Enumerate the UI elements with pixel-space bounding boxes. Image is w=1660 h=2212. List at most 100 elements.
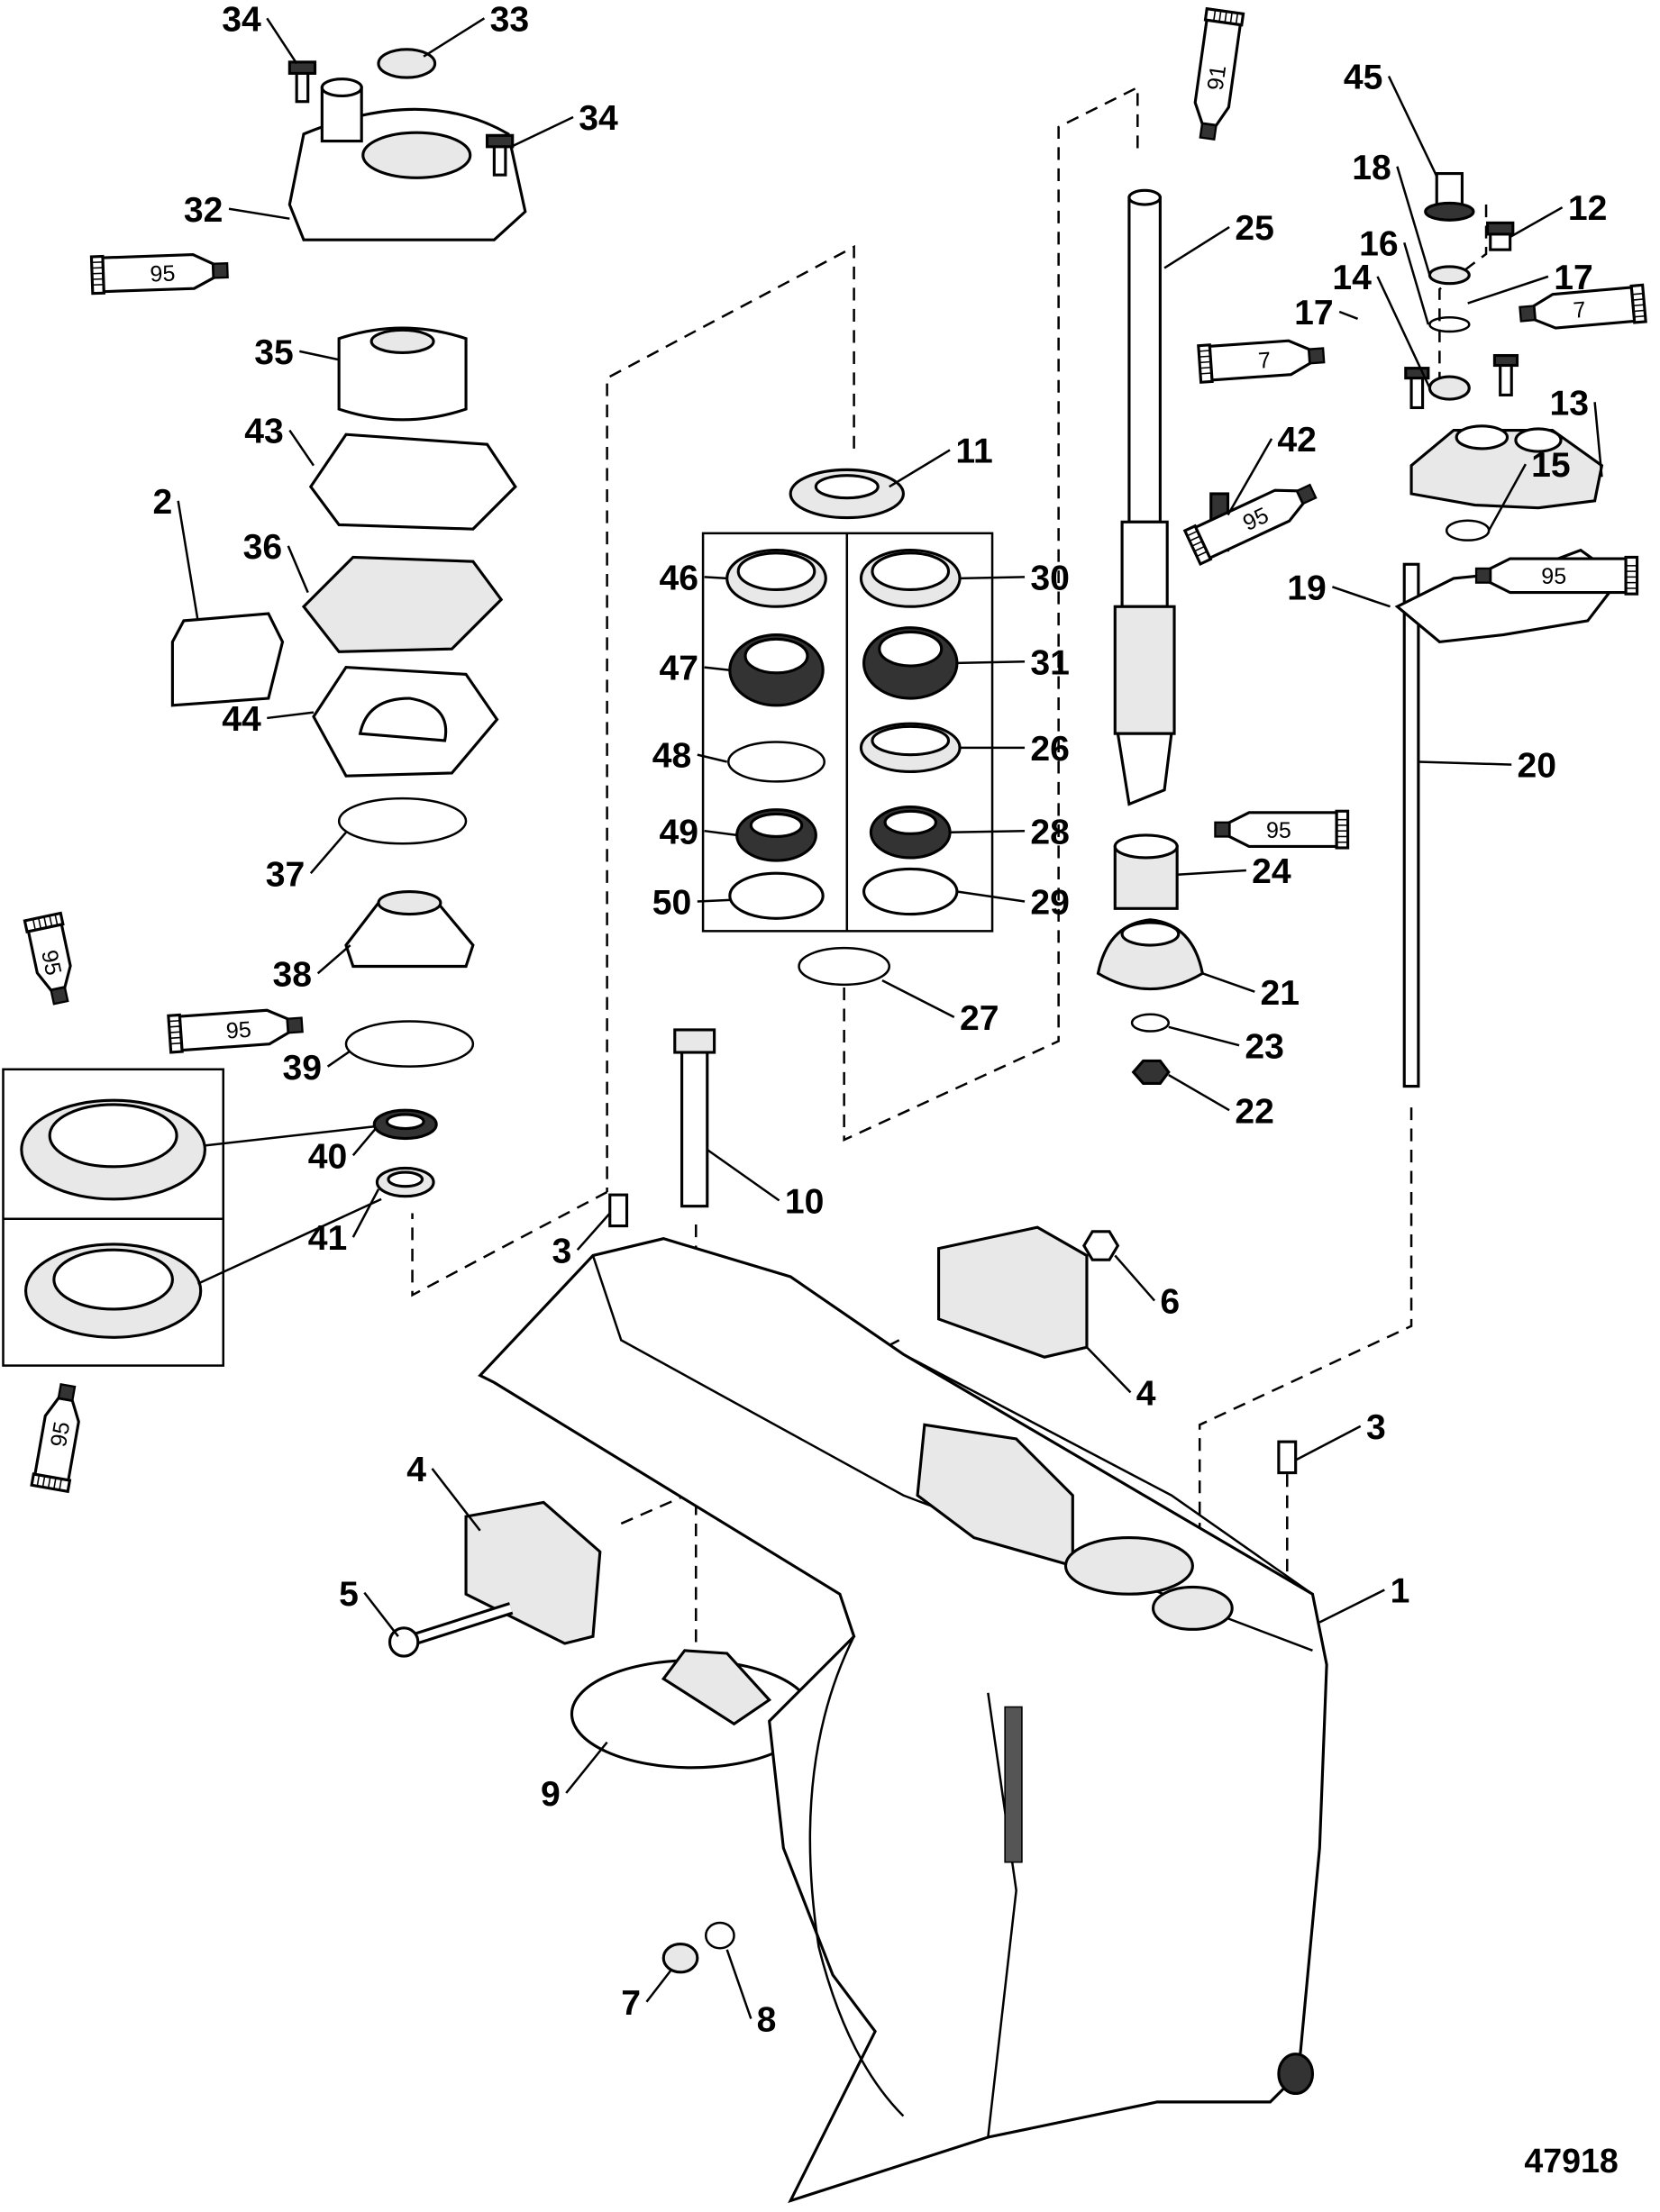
callout-number: 3	[1366, 1408, 1386, 1447]
leader-line	[510, 115, 574, 148]
callout-number: 22	[1235, 1092, 1274, 1131]
callout-number: 20	[1517, 747, 1556, 786]
leader-line	[1168, 1025, 1240, 1047]
callout-number: 40	[308, 1137, 348, 1176]
leader-line	[1114, 1254, 1156, 1302]
callout-number: 25	[1235, 209, 1274, 248]
tube-label: 95	[1541, 564, 1566, 589]
callout-17: 17	[1294, 294, 1359, 332]
callout-20: 20	[1418, 747, 1556, 786]
nut-6	[1081, 1230, 1120, 1261]
leader-line	[956, 890, 1026, 903]
callout-number: 9	[541, 1775, 561, 1814]
sealant-tube-icon: 95	[1214, 809, 1350, 850]
washer-23	[1130, 1013, 1171, 1033]
callout-5: 5	[339, 1575, 399, 1637]
gear-housing	[478, 1237, 1328, 2204]
callout-19: 19	[1287, 569, 1391, 608]
seal-14	[1427, 375, 1471, 401]
leader-line	[725, 1949, 752, 2019]
leader-line	[431, 1468, 481, 1532]
callout-18: 18	[1352, 149, 1431, 276]
callout-number: 30	[1030, 559, 1070, 597]
leader-line	[704, 829, 737, 837]
sealant-tube-icon: 95	[1182, 483, 1318, 567]
callout-48: 48	[652, 737, 727, 776]
leader-line	[316, 944, 351, 975]
leader-line	[1338, 310, 1359, 321]
callout-number: 32	[184, 191, 223, 230]
tube-label: 95	[36, 948, 66, 978]
tube-label: 95	[150, 260, 176, 287]
leader-line	[881, 979, 955, 1018]
callout-number: 34	[222, 0, 261, 39]
leader-line	[309, 831, 347, 874]
callout-number: 6	[1160, 1283, 1180, 1322]
callout-number: 48	[652, 737, 692, 776]
callout-40: 40	[308, 1127, 377, 1176]
leader-line	[1318, 1588, 1385, 1624]
figure-id: 47918	[1524, 2142, 1618, 2180]
callout-23: 23	[1168, 1025, 1284, 1066]
callout-22: 22	[1168, 1073, 1274, 1131]
callout-15: 15	[1488, 446, 1571, 532]
callout-4: 4	[1086, 1346, 1156, 1413]
leader-line	[889, 449, 951, 488]
leader-line	[267, 711, 315, 720]
callout-number: 38	[273, 955, 313, 994]
callout-46: 46	[660, 559, 727, 597]
sealant-tube-icon: 95	[167, 1008, 304, 1054]
callout-10: 10	[707, 1149, 824, 1221]
callout-13: 13	[1550, 384, 1603, 478]
callout-21: 21	[1201, 972, 1300, 1013]
callout-8: 8	[725, 1949, 776, 2040]
callout-38: 38	[273, 944, 351, 994]
washer-8	[704, 1921, 735, 1950]
callout-number: 26	[1030, 730, 1070, 769]
leader-line	[351, 1188, 380, 1238]
callout-31: 31	[956, 643, 1070, 682]
face-plate-36	[301, 555, 504, 653]
callout-number: 37	[266, 855, 306, 894]
callout-26: 26	[960, 730, 1070, 769]
o-ring-15	[1445, 519, 1491, 542]
callout-50: 50	[652, 884, 730, 923]
leader-line	[1418, 760, 1512, 766]
callout-41: 41	[308, 1188, 380, 1258]
leader-line	[707, 1149, 780, 1202]
callout-number: 24	[1252, 852, 1291, 891]
callout-4: 4	[406, 1451, 481, 1532]
leader-line	[1510, 206, 1564, 239]
leader-line	[565, 1741, 608, 1794]
leader-line	[1387, 76, 1438, 178]
bearing-stack-left	[725, 549, 827, 920]
leader-line	[1201, 972, 1255, 993]
leader-line	[1488, 463, 1527, 532]
sealant-tube-icon: 7	[1197, 339, 1326, 384]
dowel-pin	[1277, 1440, 1298, 1475]
callout-1: 1	[1318, 1572, 1409, 1624]
leader-line	[326, 1050, 351, 1068]
tube-label: 7	[1257, 348, 1272, 374]
ring-37	[337, 797, 468, 845]
callout-number: 36	[243, 528, 283, 567]
leader-line	[697, 753, 727, 763]
tube-label: 95	[225, 1017, 252, 1044]
leader-line	[299, 350, 340, 361]
leader-line	[1403, 241, 1430, 325]
bearing-stack-right	[859, 549, 962, 916]
callout-number: 2	[152, 483, 172, 522]
leader-line	[1168, 1073, 1230, 1112]
callout-33: 33	[423, 0, 529, 58]
leader-line	[1177, 869, 1246, 876]
bolt-10	[680, 1042, 709, 1208]
callout-number: 4	[406, 1451, 426, 1489]
leader-line	[1376, 276, 1431, 389]
callout-number: 12	[1568, 189, 1608, 228]
tube-label: 7	[1573, 297, 1587, 323]
callout-number: 31	[1030, 643, 1070, 682]
gasket-43	[308, 432, 517, 531]
callout-12: 12	[1510, 189, 1608, 239]
callout-3: 3	[552, 1212, 611, 1270]
callout-44: 44	[222, 700, 315, 739]
